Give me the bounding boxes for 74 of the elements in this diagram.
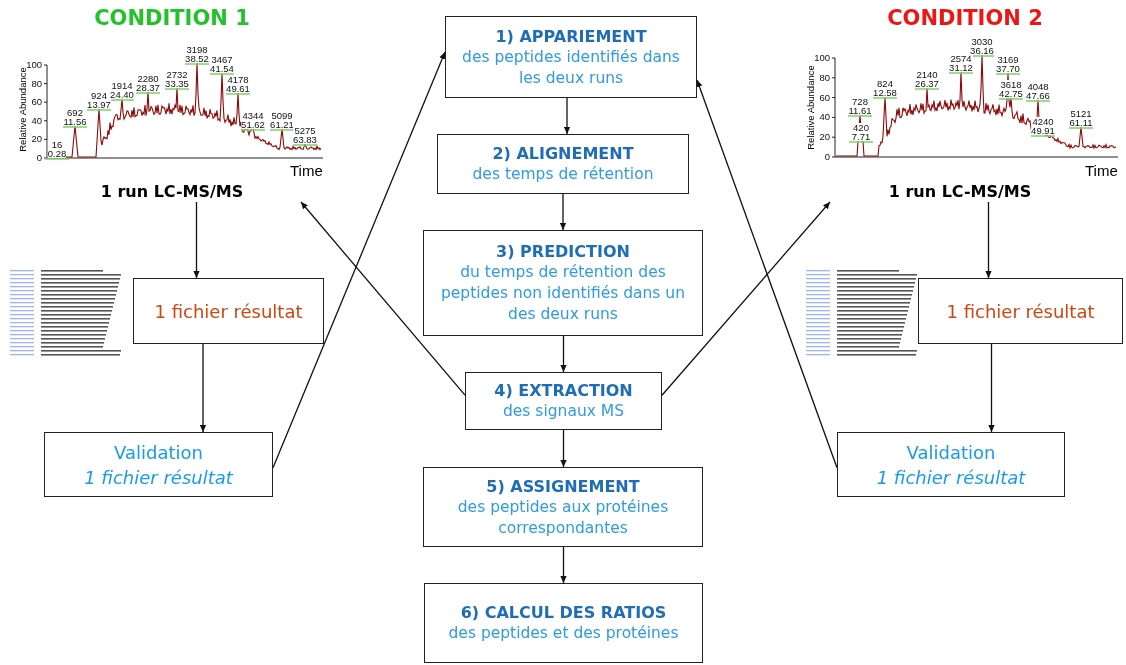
- arrow: [300, 201, 466, 396]
- axis-tick-label: 0: [35, 153, 42, 163]
- peak-label: 2732 33.35: [165, 70, 189, 88]
- peak-label: 420 7.71: [851, 123, 871, 141]
- arrow: [560, 546, 567, 584]
- box-text: Validation: [114, 440, 203, 465]
- peak-label: 3618 42.75: [999, 80, 1023, 98]
- step-description: des peptides identifiés dans les deux runs: [461, 46, 681, 89]
- step-title: 4) EXTRACTION: [494, 380, 633, 401]
- condition-heading: CONDITION 2: [886, 6, 1044, 30]
- step-description: des peptides et des protéines: [448, 623, 679, 644]
- arrow: [559, 193, 567, 231]
- arrow: [560, 429, 567, 468]
- peak-label: 16 0.28: [47, 140, 67, 158]
- process-box: [424, 583, 703, 663]
- arrow: [563, 97, 571, 135]
- peak-label: 2140 26.37: [915, 70, 939, 88]
- peak-label: 4048 47.66: [1026, 82, 1050, 100]
- process-box: [465, 372, 662, 430]
- peak-label: 824 12.58: [873, 79, 897, 97]
- box-text: 1 fichier résultat: [946, 299, 1095, 324]
- arrow: [985, 201, 992, 279]
- arrow: [199, 343, 207, 433]
- validation-box: [837, 432, 1065, 497]
- process-box: [437, 134, 689, 194]
- chart-caption: 1 run LC-MS/MS: [99, 182, 245, 202]
- process-box: [423, 467, 703, 547]
- peak-label: 2574 31.12: [949, 54, 973, 72]
- result-file-box: [918, 278, 1123, 344]
- box-subtext: 1 fichier résultat: [876, 465, 1026, 490]
- axis-tick-label: 0: [823, 152, 830, 162]
- step-description: des temps de rétention: [472, 164, 654, 185]
- peak-label: 3169 37.70: [996, 55, 1020, 73]
- step-title: 5) ASSIGNEMENT: [486, 475, 640, 497]
- result-file-box: [133, 278, 324, 344]
- arrow: [272, 51, 446, 469]
- peak-label: 2280 28.37: [136, 74, 160, 92]
- chart-caption: 1 run LC-MS/MS: [887, 182, 1033, 202]
- step-description: du temps de rétention des peptides non identifiés dans un des deux runs: [439, 262, 686, 325]
- peak-label: 5121 61.11: [1069, 109, 1093, 127]
- axis-title: Time: [1085, 162, 1118, 179]
- validation-box: [44, 432, 273, 497]
- peak-label: 728 11.61: [848, 97, 872, 115]
- arrow: [193, 201, 200, 279]
- condition-heading: CONDITION 1: [93, 6, 251, 30]
- peak-label: 924 13.97: [87, 91, 111, 109]
- axis-title: Relative Abundance: [804, 64, 816, 152]
- process-box: [423, 230, 703, 336]
- peak-label: 5275 63.83: [293, 126, 317, 144]
- peak-label: 4178 49.61: [226, 75, 250, 93]
- box-subtext: 1 fichier résultat: [84, 465, 233, 490]
- peak-label: 692 11.56: [63, 108, 87, 126]
- peak-label: 5099 61.21: [270, 111, 294, 129]
- axis-tick-label: 100: [25, 60, 42, 70]
- peak-label: 4344 51.62: [241, 111, 265, 129]
- peak-label: 4240 49.91: [1031, 117, 1055, 135]
- axis-tick-label: 100: [813, 53, 830, 63]
- peak-label: 1914 24.40: [110, 81, 134, 99]
- arrow: [988, 343, 995, 433]
- step-title: 1) APPARIEMENT: [495, 25, 647, 47]
- axis-title: Relative Abundance: [16, 67, 28, 154]
- box-text: 1 fichier résultat: [154, 299, 303, 324]
- step-description: des peptides aux protéines correspondantes: [456, 496, 670, 539]
- arrow: [661, 201, 831, 396]
- step-description: des signaux MS: [502, 401, 625, 422]
- axis-title: Time: [290, 162, 323, 179]
- step-title: 6) CALCUL DES RATIOS: [460, 602, 667, 623]
- step-title: 2) ALIGNEMENT: [492, 143, 634, 164]
- peak-label: 3467 41.54: [210, 55, 234, 73]
- process-box: [445, 16, 697, 98]
- box-text: Validation: [906, 440, 996, 465]
- step-title: 3) PREDICTION: [496, 241, 630, 262]
- arrow: [696, 79, 838, 469]
- arrow: [560, 335, 567, 373]
